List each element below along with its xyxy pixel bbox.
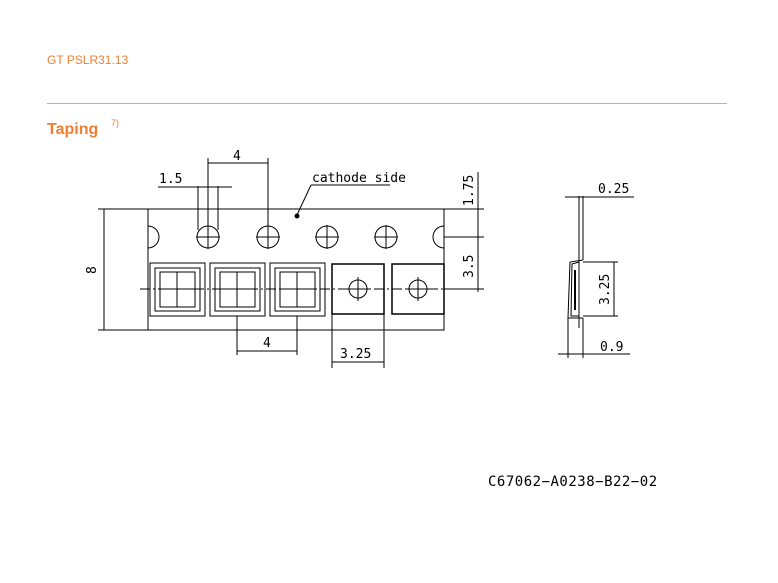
dim-hole-diameter-label: 1.5 [159, 172, 182, 187]
dim-pocket-pitch-label: 4 [263, 336, 271, 351]
footnote-reference: 7) [111, 118, 120, 128]
dim-hole-diameter [158, 186, 232, 230]
dim-hole-to-pocket-label: 3.5 [462, 255, 477, 278]
side-view [567, 196, 584, 328]
dim-hole-pitch [207, 158, 269, 226]
header-divider [47, 103, 727, 104]
dim-pocket-size-label: 3.25 [340, 347, 371, 362]
component-pockets [149, 262, 326, 317]
document-code: GT PSLR31.13 [47, 53, 129, 67]
dim-pocket-pitch [236, 316, 298, 355]
section-title: Taping [47, 121, 99, 138]
cathode-side-label: cathode side [312, 171, 406, 186]
dim-pocket-size [331, 314, 385, 368]
dim-hole-pitch-label: 4 [233, 149, 241, 164]
drawing-number: C67062−A0238−B22−02 [488, 474, 658, 490]
dim-right-side [444, 172, 484, 292]
dim-pocket-depth [558, 318, 630, 358]
cathode-leader [294, 184, 390, 219]
dim-tape-width-label: 8 [85, 266, 100, 274]
dim-pocket-depth-label: 0.9 [600, 340, 623, 355]
tape-outline [147, 208, 445, 331]
sprocket-holes [147, 225, 445, 249]
dim-tape-width [98, 208, 148, 331]
dim-side-pocket [583, 261, 618, 317]
dim-edge-offset-label: 1.75 [462, 175, 477, 206]
dim-thickness-label: 0.25 [598, 182, 629, 197]
dim-side-pocket-label: 3.25 [598, 274, 613, 305]
